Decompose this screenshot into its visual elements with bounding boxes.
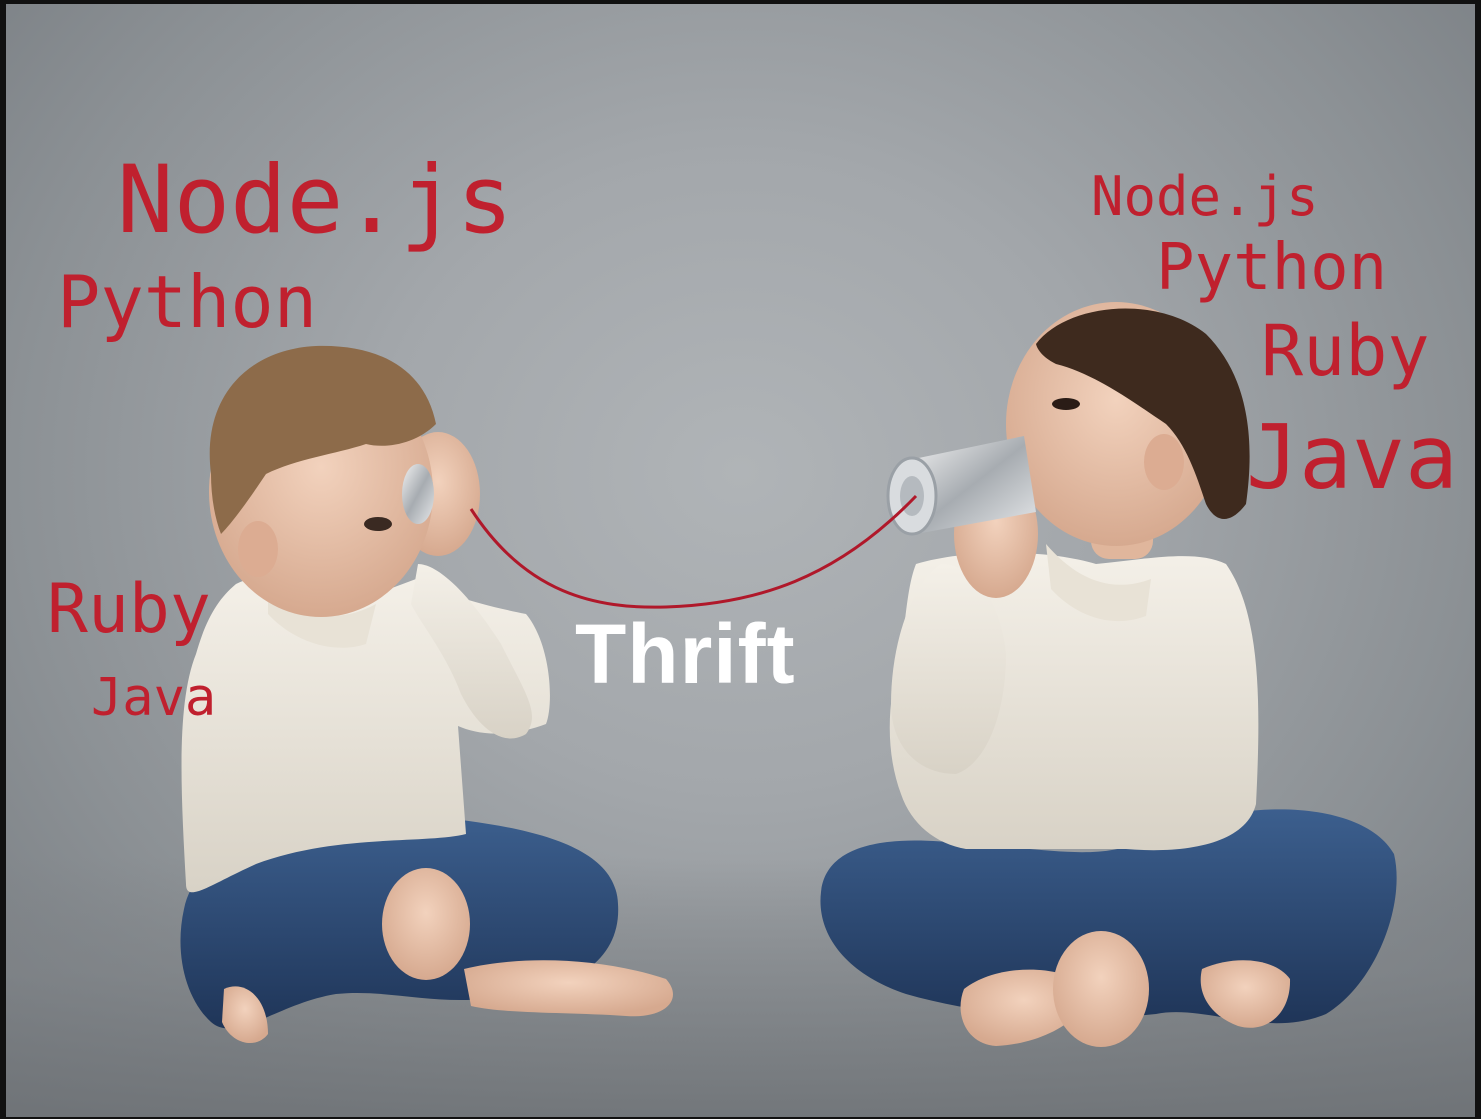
right-label-java: Java	[1246, 406, 1458, 509]
left-label-python: Python	[57, 260, 318, 344]
left-can	[402, 464, 434, 524]
right-label-ruby: Ruby	[1261, 310, 1430, 392]
photo-frame: Node.js Python Ruby Java Node.js Python …	[6, 4, 1475, 1117]
right-boy-foot	[1200, 960, 1291, 1028]
can-string	[469, 494, 918, 609]
left-label-java: Java	[91, 668, 217, 728]
right-label-python: Python	[1156, 231, 1388, 305]
right-boy	[820, 302, 1397, 1047]
left-boy-foot	[464, 960, 673, 1017]
right-boy-eye	[1052, 398, 1080, 410]
center-label-thrift: Thrift	[575, 607, 796, 701]
left-boy-eye	[364, 517, 392, 531]
right-boy-arm	[891, 564, 1006, 774]
right-boy-hair	[1036, 308, 1250, 519]
right-label-nodejs: Node.js	[1091, 165, 1319, 228]
left-boy-hair	[209, 345, 436, 534]
left-boy-ear	[238, 521, 278, 577]
left-label-ruby: Ruby	[47, 570, 211, 649]
left-boy-hand	[382, 868, 470, 980]
left-boy	[180, 345, 673, 1044]
right-boy-collar	[1046, 544, 1151, 622]
left-boy-foot	[222, 986, 268, 1044]
left-boy-arm	[411, 564, 532, 739]
right-boy-hand	[1053, 931, 1149, 1047]
left-label-nodejs: Node.js	[117, 146, 514, 255]
right-boy-ear	[1144, 434, 1184, 490]
tin-can-telephone-scene	[180, 302, 1397, 1047]
